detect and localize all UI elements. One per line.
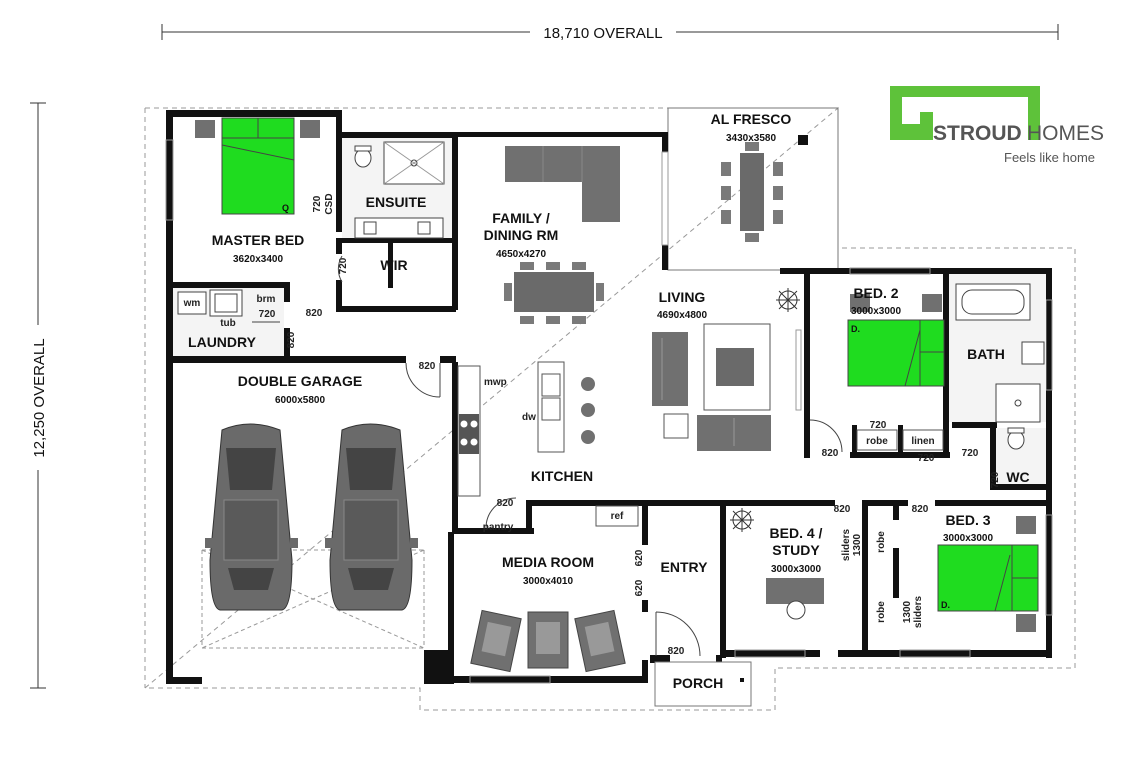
- car-left-icon: [205, 423, 298, 611]
- logo-name-light: HOMES: [1027, 122, 1104, 145]
- kitchen-dw: dw: [522, 412, 536, 423]
- family-dining: FAMILY / DINING RM 4650x4270: [484, 146, 620, 324]
- entry-door-width: 820: [668, 646, 685, 657]
- wc-name: WC: [1006, 469, 1029, 485]
- wc: WC 720: [990, 427, 1030, 488]
- garage-door-width: 820: [419, 361, 436, 372]
- master-bed: Q MASTER BED 3620x3400: [195, 117, 320, 265]
- bed-2: D. BED. 2 3000x3000 720 robe linen 720 8…: [809, 285, 945, 464]
- brm-door-width: 720: [259, 309, 276, 320]
- media-name: MEDIA ROOM: [502, 554, 594, 570]
- bed-4-sliders-label: sliders: [841, 528, 852, 561]
- media-size: 3000x4010: [523, 576, 573, 587]
- bed-3-size: 3000x3000: [943, 533, 993, 544]
- bed-2-door-width: 820: [822, 448, 839, 459]
- bed-4-name-line2: STUDY: [772, 542, 820, 558]
- laundry-tub: tub: [220, 318, 236, 329]
- bed-3-name: BED. 3: [945, 512, 990, 528]
- entry-name: ENTRY: [661, 559, 709, 575]
- fridge-label: ref: [611, 511, 624, 522]
- laundry-wm: wm: [183, 298, 201, 309]
- family-name-line1: FAMILY /: [492, 210, 550, 226]
- laundry-name: LAUNDRY: [188, 334, 257, 350]
- kitchen: mwp dw KITCHEN 820 pantry ref: [457, 361, 639, 533]
- living-name: LIVING: [659, 289, 706, 305]
- bed-4-name-line1: BED. 4 /: [770, 525, 823, 541]
- master-bed-name: MASTER BED: [212, 232, 305, 248]
- bed-4-sliders-width: 1300: [852, 533, 863, 556]
- overall-width-dimension: 18,710 OVERALL: [161, 24, 1059, 42]
- logo-tagline: Feels like home: [1004, 150, 1095, 165]
- porch: PORCH: [654, 661, 752, 707]
- bed-2-d: D.: [851, 324, 860, 334]
- al-fresco-size: 3430x3580: [726, 133, 776, 144]
- overall-width-label: 18,710 OVERALL: [543, 25, 662, 42]
- bed-4-door-width: 820: [834, 504, 851, 515]
- media-room: MEDIA ROOM 3000x4010 620 620: [470, 549, 645, 673]
- living: LIVING 4690x4800: [652, 288, 800, 451]
- windows: [165, 139, 1053, 684]
- door-dimensions: [296, 282, 326, 306]
- double-garage: DOUBLE GARAGE 6000x5800 820: [201, 361, 441, 649]
- living-size: 4690x4800: [657, 310, 707, 321]
- bed-2-size: 3000x3000: [851, 306, 901, 317]
- linen-door-width: 720: [918, 453, 935, 464]
- ensuite: ENSUITE 720 CSD: [312, 141, 445, 239]
- al-fresco-name: AL FRESCO: [711, 111, 792, 127]
- overall-height-dimension: 12,250 OVERALL: [30, 102, 48, 689]
- garage-name: DOUBLE GARAGE: [238, 373, 362, 389]
- wir-door-width: 720: [338, 257, 349, 274]
- laundry: wm tub brm 720 LAUNDRY 820: [177, 289, 297, 350]
- pantry-door-width: 820: [497, 498, 514, 509]
- master-door-width: 820: [306, 308, 323, 319]
- logo-name-bold: STROUD: [933, 122, 1022, 145]
- ensuite-csd-label: CSD: [324, 193, 335, 214]
- bath-door-width: 720: [962, 448, 979, 459]
- family-size: 4650x4270: [496, 249, 546, 260]
- robe-door-width: 720: [870, 420, 887, 431]
- wir: WIR 720 820: [306, 255, 408, 319]
- car-right-icon: [325, 423, 418, 611]
- bed-2-robe: robe: [866, 436, 888, 447]
- master-bed-q: Q: [282, 203, 289, 213]
- bed-3-door-width: 820: [912, 504, 929, 515]
- pantry-label: pantry: [483, 522, 514, 533]
- plant-icon: [776, 288, 800, 312]
- bed-3-robe: robe: [876, 601, 887, 623]
- ensuite-name: ENSUITE: [366, 194, 427, 210]
- al-fresco: AL FRESCO 3430x3580: [667, 107, 839, 271]
- bed-3-sliders-width: 1300: [902, 600, 913, 623]
- overall-height-label: 12,250 OVERALL: [31, 338, 48, 457]
- laundry-door-width: 820: [286, 331, 297, 348]
- kitchen-mwp: mwp: [484, 377, 507, 388]
- family-name-line2: DINING RM: [484, 227, 559, 243]
- bed-4-study: BED. 4 / STUDY 3000x3000 820 sliders 130…: [730, 504, 887, 620]
- kitchen-name: KITCHEN: [531, 468, 593, 484]
- bed-4-robe: robe: [876, 531, 887, 553]
- wir-name: WIR: [380, 257, 407, 273]
- bath: BATH 720: [955, 283, 1045, 459]
- linen-label: linen: [911, 436, 934, 447]
- walls: [166, 110, 1052, 684]
- media-door-width-2: 620: [634, 579, 645, 596]
- bed-3: BED. 3 3000x3000 820 D. robe 1300 slider…: [876, 504, 1039, 632]
- bath-name: BATH: [967, 346, 1005, 362]
- plant-icon-2: [730, 508, 754, 532]
- entry: ENTRY 820: [655, 559, 709, 657]
- bed-3-d: D.: [941, 600, 950, 610]
- media-door-width-1: 620: [634, 549, 645, 566]
- ensuite-door-width: 720: [312, 195, 323, 212]
- garage-size: 6000x5800: [275, 395, 325, 406]
- bed-2-name: BED. 2: [853, 285, 898, 301]
- master-bed-size: 3620x3400: [233, 254, 283, 265]
- wc-door-width: 720: [990, 471, 1001, 488]
- laundry-brm: brm: [257, 294, 276, 305]
- bed-4-size: 3000x3000: [771, 564, 821, 575]
- porch-name: PORCH: [673, 675, 724, 691]
- bed-3-sliders-label: sliders: [913, 595, 924, 628]
- stroud-homes-logo: STROUD HOMES Feels like home: [890, 86, 1104, 165]
